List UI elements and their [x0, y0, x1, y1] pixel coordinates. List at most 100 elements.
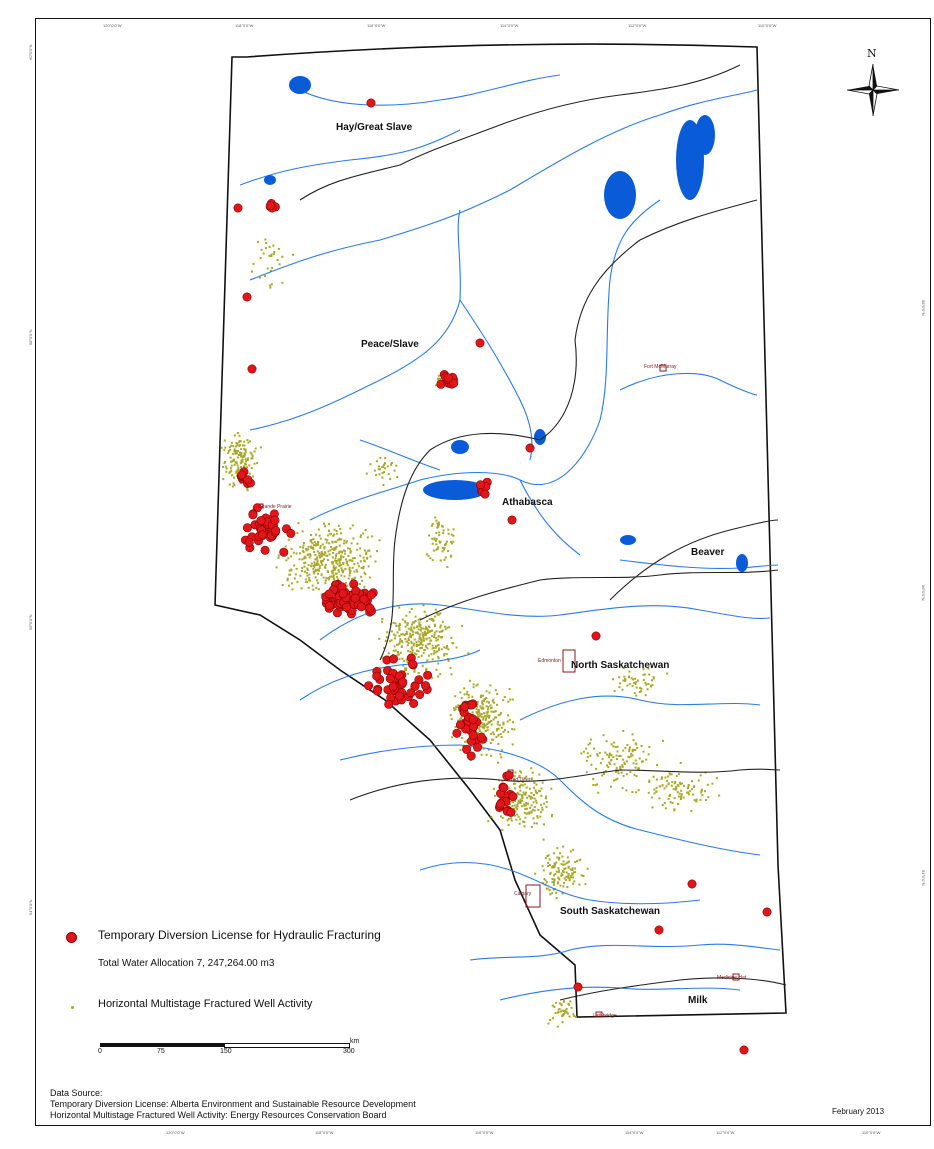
boundary-nsask-ssask	[349, 768, 781, 801]
well-dot	[557, 876, 560, 879]
well-dot	[467, 696, 470, 699]
well-dot	[343, 575, 346, 578]
well-dot	[640, 687, 643, 690]
well-dot	[337, 570, 340, 573]
well-dot	[529, 797, 532, 800]
well-dot	[546, 887, 549, 890]
river-peace-upper	[239, 129, 461, 186]
well-dot	[439, 612, 442, 615]
license-dot	[410, 681, 420, 691]
well-dot	[574, 1015, 577, 1018]
well-dot	[286, 579, 289, 582]
well-dot	[553, 878, 556, 881]
well-dot	[502, 723, 505, 726]
well-dot	[480, 722, 483, 724]
well-dot	[318, 567, 321, 570]
well-dot	[631, 685, 634, 688]
well-dot	[290, 569, 293, 572]
well-dot	[449, 714, 452, 717]
well-dot	[225, 467, 228, 470]
well-dot	[490, 723, 493, 726]
well-dot	[549, 1019, 552, 1021]
well-dot	[302, 546, 304, 549]
well-dot	[421, 634, 424, 637]
well-dot	[557, 867, 560, 870]
well-dot	[430, 618, 433, 621]
well-dot	[435, 543, 438, 546]
well-dot	[405, 614, 408, 617]
well-dot	[314, 553, 317, 556]
well-dot	[359, 554, 362, 557]
well-dot	[229, 460, 232, 463]
well-dot	[399, 640, 401, 643]
well-dot	[648, 780, 651, 783]
well-dot	[415, 653, 418, 656]
well-dot	[426, 627, 428, 630]
well-dot	[435, 668, 438, 671]
well-dot	[528, 787, 531, 790]
well-dot	[557, 1011, 560, 1014]
well-dot	[434, 608, 437, 611]
well-dot	[243, 448, 246, 451]
well-dot	[381, 472, 384, 475]
well-dot	[413, 670, 416, 673]
well-dot	[398, 642, 401, 645]
well-dot	[658, 797, 661, 800]
well-dot	[483, 727, 486, 730]
scale-tick-label: 150	[220, 1048, 232, 1055]
well-dot	[338, 559, 341, 562]
license-dot	[248, 510, 258, 520]
well-dot	[692, 793, 695, 796]
well-dot	[482, 747, 485, 750]
well-dot	[629, 771, 632, 774]
well-dot	[425, 553, 428, 556]
well-dot	[626, 744, 629, 746]
well-dot	[463, 693, 466, 696]
well-dot	[339, 550, 342, 553]
well-dot	[419, 629, 422, 632]
well-dot	[436, 526, 439, 529]
well-dot	[563, 1010, 566, 1013]
well-dot	[524, 816, 527, 819]
well-dot	[419, 641, 422, 644]
well-dot	[486, 729, 489, 732]
well-dot	[542, 869, 545, 872]
well-dot	[227, 449, 230, 452]
well-dot	[308, 576, 311, 579]
well-dot	[376, 460, 379, 463]
license-dot	[356, 602, 366, 612]
well-dot	[674, 780, 677, 783]
well-dot	[459, 691, 462, 694]
well-dot	[323, 522, 325, 525]
well-dot	[711, 782, 714, 785]
well-dot	[619, 682, 622, 685]
well-dot	[421, 643, 424, 646]
well-dot	[315, 533, 318, 536]
well-dot	[556, 882, 559, 885]
well-dot	[527, 812, 530, 815]
well-dot	[495, 736, 498, 738]
well-dot	[251, 270, 253, 273]
well-dot	[466, 693, 468, 696]
well-dot	[434, 615, 436, 618]
well-dot	[236, 456, 239, 459]
well-dot	[648, 746, 651, 748]
well-dot	[316, 556, 319, 559]
well-dot	[669, 793, 671, 796]
well-dot	[445, 540, 448, 543]
well-dot	[511, 728, 514, 731]
lake	[695, 115, 715, 155]
well-dot	[323, 553, 326, 556]
license-dot	[242, 292, 252, 302]
well-dot	[475, 708, 478, 710]
well-dot	[434, 637, 437, 640]
well-dot	[386, 631, 389, 634]
well-dot	[259, 446, 262, 449]
well-dot	[549, 893, 552, 896]
scale-bar: 0 75 150 300 km	[98, 1038, 360, 1073]
well-dot	[561, 1021, 564, 1024]
well-dot	[337, 524, 340, 527]
license-dot	[247, 364, 257, 374]
well-dot	[508, 803, 511, 806]
